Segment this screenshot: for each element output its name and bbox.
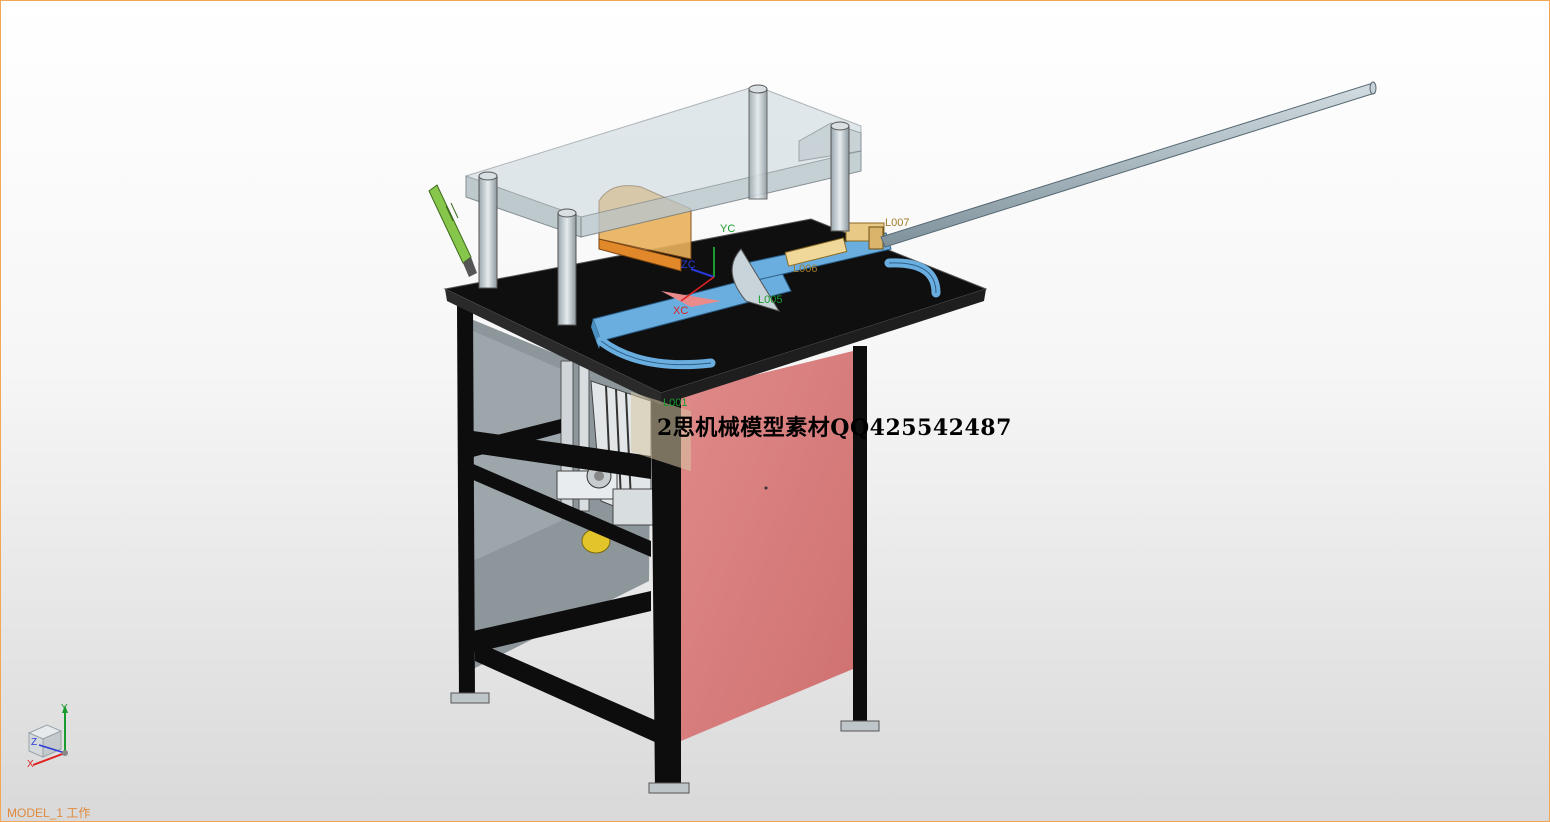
steel-frame [457,306,867,791]
feature-label-l006: L006 [793,263,818,275]
model-status-label: MODEL_1 工作 [7,806,91,820]
triad-axis-x-label: X [27,759,34,770]
rear-fence[interactable] [745,222,941,298]
orientation-triad[interactable] [19,701,89,781]
side-panel [681,351,853,741]
feed-handle[interactable] [428,184,477,277]
guard-posts [478,84,850,326]
feature-label-l007: L007 [885,217,910,229]
feature-label-l005: L005 [758,294,783,306]
table-top-edge-right [661,289,986,405]
leveling-feet [450,692,880,794]
triad-axis-z-label: Z [31,737,38,748]
panel-screw [764,486,768,490]
csys-label-zc: ZC [681,259,696,271]
csys-label-xc: XC [673,305,689,317]
glass-guard [465,85,862,238]
feature-label-l001: L001 [663,397,688,409]
guide-rod[interactable] [880,81,1377,248]
watermark-text: 2思机械模型素材QQ425542487 [657,415,1012,441]
datum-csys [680,247,715,302]
table-top-edge [445,289,661,405]
csys-label-yc: YC [720,223,736,235]
triad-axis-y-label: Y [61,703,68,714]
